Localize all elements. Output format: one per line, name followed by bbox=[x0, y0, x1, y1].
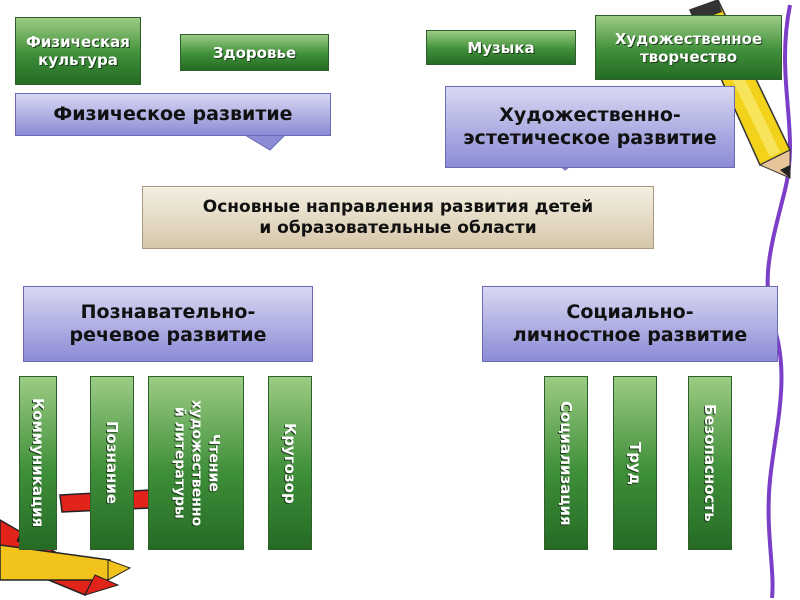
area-cognition: Познание bbox=[90, 376, 134, 550]
main-title-box: Основные направления развития детей и об… bbox=[142, 186, 654, 249]
health-box: Здоровье bbox=[180, 34, 329, 71]
art-aesthetic-development-box: Художественно- эстетическое развитие bbox=[445, 86, 735, 168]
area-reading-fiction: Чтение художественно й литературы bbox=[148, 376, 244, 550]
physical-development-box: Физическое развитие bbox=[15, 93, 331, 136]
music-box: Музыка bbox=[426, 30, 576, 65]
area-safety: Безопасность bbox=[688, 376, 732, 550]
area-outlook: Кругозор bbox=[268, 376, 312, 550]
art-creativity-box: Художественное творчество bbox=[595, 15, 782, 80]
social-personal-development-box: Социально- личностное развитие bbox=[482, 286, 778, 362]
area-socialization: Социализация bbox=[544, 376, 588, 550]
area-labor: Труд bbox=[613, 376, 657, 550]
cognitive-speech-development-box: Познавательно- речевое развитие bbox=[23, 286, 313, 362]
area-communication: Коммуникация bbox=[19, 376, 57, 550]
physical-culture-box: Физическая культура bbox=[15, 17, 141, 85]
